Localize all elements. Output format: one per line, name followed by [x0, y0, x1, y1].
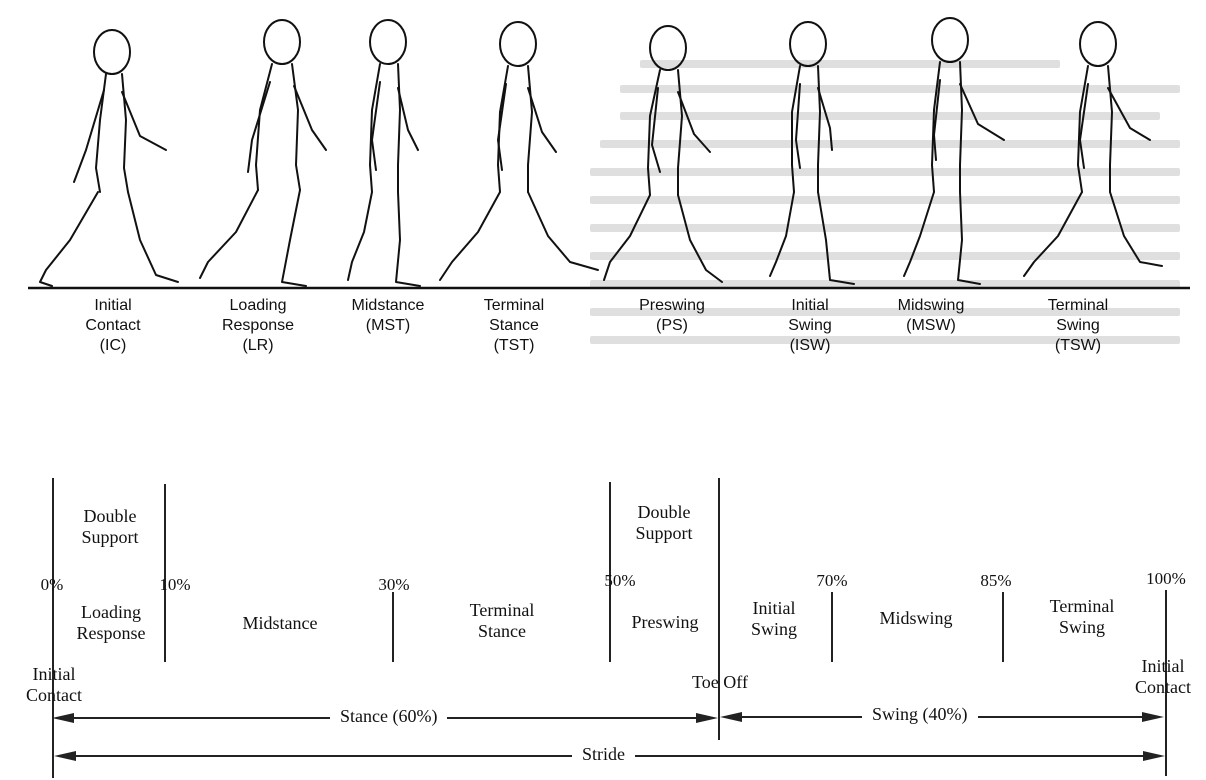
event-initial-contact-left: Initial Contact — [8, 664, 100, 706]
phase-terminal-swing: Terminal Swing — [1020, 596, 1144, 638]
pct-label-100: 100% — [1138, 568, 1194, 589]
phase-preswing: Preswing — [612, 612, 718, 633]
swing-arrow-label: Swing (40%) — [862, 704, 978, 725]
pct-label-70: 70% — [810, 570, 854, 591]
figure-label-initial-swing: Initial Swing (ISW) — [745, 296, 875, 356]
event-initial-contact-right: Initial Contact — [1120, 656, 1206, 698]
figure-loading-response — [200, 20, 326, 286]
figure-label-midswing: Midswing (MSW) — [866, 296, 996, 336]
divider-85pct — [1002, 592, 1004, 662]
pct-label-0: 0% — [32, 574, 72, 595]
phase-initial-swing: Initial Swing — [726, 598, 822, 640]
figure-preswing — [604, 26, 722, 282]
double-support-label-2: Double Support — [612, 502, 716, 544]
event-toe-off: Toe Off — [670, 672, 770, 693]
stride-arrow-label: Stride — [572, 744, 635, 765]
phase-midstance: Midstance — [200, 613, 360, 634]
pct-label-30: 30% — [372, 574, 416, 595]
phase-midswing: Midswing — [846, 608, 986, 629]
figure-initial-contact — [40, 30, 178, 286]
stride-arrow-head-right — [1143, 751, 1165, 761]
divider-0pct — [52, 478, 54, 778]
phase-terminal-stance: Terminal Stance — [440, 600, 564, 642]
stance-arrow-head-right — [696, 713, 718, 723]
divider-30pct — [392, 592, 394, 662]
phase-loading-response: Loading Response — [56, 602, 166, 644]
figure-label-midstance: Midstance (MST) — [323, 296, 453, 336]
figure-label-terminal-stance: Terminal Stance (TST) — [449, 296, 579, 356]
divider-60pct — [718, 478, 720, 740]
figure-terminal-swing — [1024, 22, 1162, 276]
figure-initial-swing — [770, 22, 854, 284]
pct-label-10: 10% — [150, 574, 200, 595]
figure-label-preswing: Preswing (PS) — [607, 296, 737, 336]
figure-midswing — [904, 18, 1004, 284]
pct-label-50: 50% — [598, 570, 642, 591]
swing-arrow-head-right — [1142, 712, 1164, 722]
divider-70pct — [831, 592, 833, 662]
figure-label-initial-contact: Initial Contact (IC) — [48, 296, 178, 356]
double-support-label-1: Double Support — [58, 506, 162, 548]
figure-label-terminal-swing: Terminal Swing (TSW) — [1013, 296, 1143, 356]
gait-figures — [0, 0, 1206, 300]
figure-terminal-stance — [440, 22, 598, 280]
figure-midstance — [348, 20, 420, 286]
figure-label-loading-response: Loading Response (LR) — [193, 296, 323, 356]
stance-arrow-label: Stance (60%) — [330, 706, 447, 727]
pct-label-85: 85% — [974, 570, 1018, 591]
